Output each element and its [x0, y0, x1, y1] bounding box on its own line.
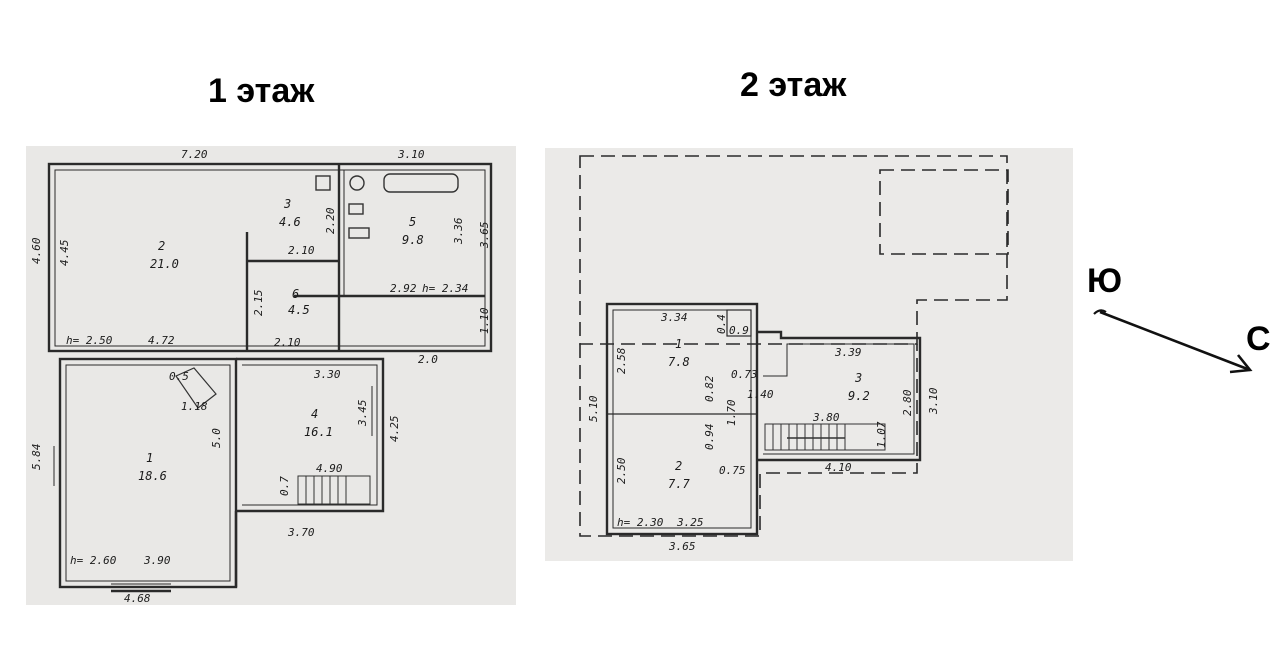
f2-dim-room2-bottom: 3.25: [676, 516, 704, 529]
dim-stair-height: 0.7: [278, 476, 291, 496]
dim-top-right: 3.10: [397, 148, 425, 161]
floor-1-plan: 2 21.0 3 4.6 5 9.8 6 4.5 4 16.1 1 18.6 7…: [26, 146, 516, 605]
dim-left-inner: 4.45: [58, 240, 71, 267]
dim-corridor: 2.0: [418, 353, 438, 366]
dim-h-room1: h= 2.60: [70, 554, 117, 567]
dim-room3-width: 2.10: [288, 244, 315, 257]
f2-dim-corr-d: 1.70: [725, 399, 738, 426]
f2-dim-room3-outer: 3.10: [927, 387, 940, 415]
f2-room-2-number: 2: [675, 459, 682, 473]
f2-dim-corr-c: 1.40: [747, 388, 774, 401]
room-5-number: 5: [409, 215, 416, 229]
dim-right-small: 1.10: [478, 307, 491, 334]
dim-corner-a: 0.5: [169, 370, 189, 383]
dim-stair-width: 4.90: [316, 462, 343, 475]
f2-room-2-area: 7.7: [668, 477, 690, 491]
room-1-corner-fixture: [175, 367, 217, 409]
dim-left-outer: 4.60: [30, 237, 43, 264]
floor-2-walls: [605, 302, 922, 536]
floor-1-title: 1 этаж: [208, 72, 315, 110]
dim-room5-inner: 3.36: [452, 217, 465, 245]
dim-room3-height: 2.20: [324, 207, 337, 234]
dim-bottom-total: 4.68: [124, 592, 151, 605]
room-3-number: 3: [283, 197, 291, 211]
paper-background: [545, 148, 1073, 561]
f2-room-1-area: 7.8: [668, 355, 690, 369]
room-6-number: 6: [292, 287, 299, 301]
dim-h-room2: h= 2.50: [66, 334, 113, 347]
dim-room5-outer: 3.65: [478, 222, 491, 250]
f2-room-3-number: 3: [854, 371, 862, 385]
floor-2-stairs: [764, 423, 886, 451]
room-1-area: 18.6: [138, 469, 167, 483]
dim-room6-top: 2.10: [274, 336, 301, 349]
f2-dim-stair-width: 3.80: [812, 411, 840, 424]
dim-h-room5: h= 2.34: [422, 282, 468, 295]
dim-corner-b: 1.18: [181, 400, 208, 413]
f2-dim-room1-left: 2.58: [615, 347, 628, 374]
f2-dim-h-room2: h= 2.30: [617, 516, 664, 529]
room-6-area: 4.5: [288, 303, 310, 317]
room-1-number: 1: [146, 451, 153, 465]
f2-dim-room1-top: 3.34: [660, 311, 688, 324]
f2-dim-corr-b: 0.82: [703, 375, 716, 402]
dim-room4-right: 3.45: [356, 400, 369, 428]
dim-room5-bottom: 2.92: [390, 282, 417, 295]
compass-arrow-icon: [1093, 309, 1253, 374]
f2-dim-corr-e: 0.94: [703, 424, 716, 451]
dim-room1-bottom: 3.90: [143, 554, 171, 567]
f2-dim-stair-height: 1.07: [875, 421, 888, 448]
room-5-area: 9.8: [402, 233, 424, 247]
f2-dim-bottom-total: 3.65: [668, 540, 696, 553]
f2-dim-left-outer: 5.10: [587, 395, 600, 422]
dim-room6-height: 2.15: [252, 290, 265, 317]
room-2-area: 21.0: [150, 257, 179, 271]
floor-2-plan: 1 7.8 2 7.7 3 9.2 3.34 2.58 0.4 0.9 5.10…: [545, 148, 1073, 561]
f2-dim-small-a: 0.4: [715, 314, 728, 334]
bath-fixtures: [315, 173, 459, 239]
room-3-area: 4.6: [279, 215, 301, 229]
dim-room4-top: 3.30: [313, 368, 341, 381]
floor-1-walls: [47, 162, 493, 593]
f2-dim-room2-left: 2.50: [615, 457, 628, 484]
dim-room4-wall: 5.0: [210, 428, 223, 448]
dim-ext-bottom: 3.70: [287, 526, 315, 539]
f2-dim-small-b: 0.9: [729, 324, 749, 337]
f2-dim-room3-top: 3.39: [834, 346, 862, 359]
dim-room2-bottom: 4.72: [148, 334, 175, 347]
f2-dim-room3-inner: 2.80: [901, 389, 914, 416]
f2-room-3-area: 9.2: [848, 389, 870, 403]
compass-south-label: Ю: [1087, 262, 1123, 300]
dim-room1-left: 5.84: [30, 444, 43, 471]
dim-top-left: 7.20: [181, 148, 208, 161]
room-4-number: 4: [311, 407, 318, 421]
f2-dim-room3-bottom: 4.10: [825, 461, 852, 474]
floor-1-stairs: [297, 475, 371, 505]
dim-room4-outer: 4.25: [388, 416, 401, 443]
room-2-number: 2: [158, 239, 165, 253]
paper-background: [26, 146, 516, 605]
compass-north-label: С: [1246, 320, 1271, 358]
f2-room-1-number: 1: [675, 337, 682, 351]
floor-2-title: 2 этаж: [740, 66, 847, 104]
f2-dim-corr-f: 0.75: [719, 464, 746, 477]
f2-dim-corr-a: 0.73: [731, 368, 758, 381]
floor-2-outline-dashed: [579, 155, 1009, 537]
room-4-area: 16.1: [304, 425, 333, 439]
